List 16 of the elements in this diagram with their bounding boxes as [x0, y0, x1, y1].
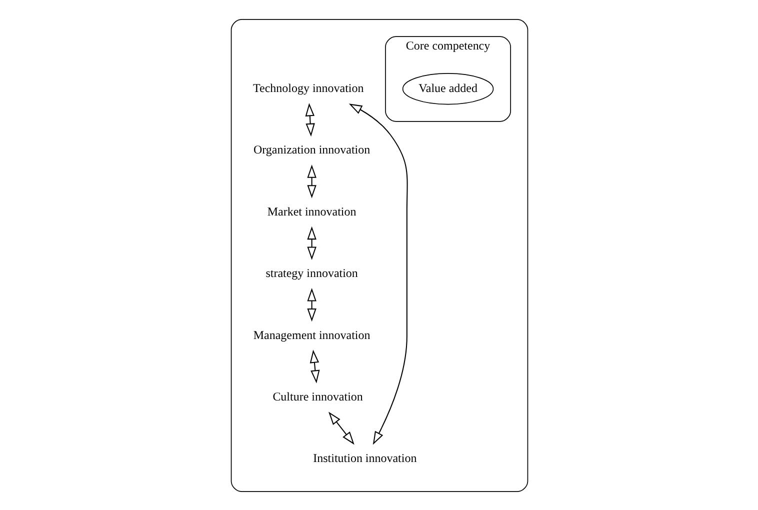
node-text: Organization innovation	[253, 142, 370, 156]
arrow	[306, 288, 316, 322]
node-text: Institution innovation	[312, 450, 416, 465]
node-text: Culture innovation	[272, 388, 362, 403]
node-text: Market innovation	[266, 204, 356, 218]
arrow	[348, 103, 408, 444]
node-text: strategy innovation	[265, 266, 358, 280]
cluster	[230, 18, 528, 492]
node-ellipse: Value added	[402, 72, 494, 104]
arrow	[328, 411, 354, 444]
arrow	[306, 164, 316, 198]
node-text: Technology innovation	[252, 80, 364, 95]
arrow	[309, 349, 320, 383]
node-text: Management innovation	[252, 327, 370, 342]
arrow	[304, 102, 314, 136]
arrow	[306, 226, 316, 260]
